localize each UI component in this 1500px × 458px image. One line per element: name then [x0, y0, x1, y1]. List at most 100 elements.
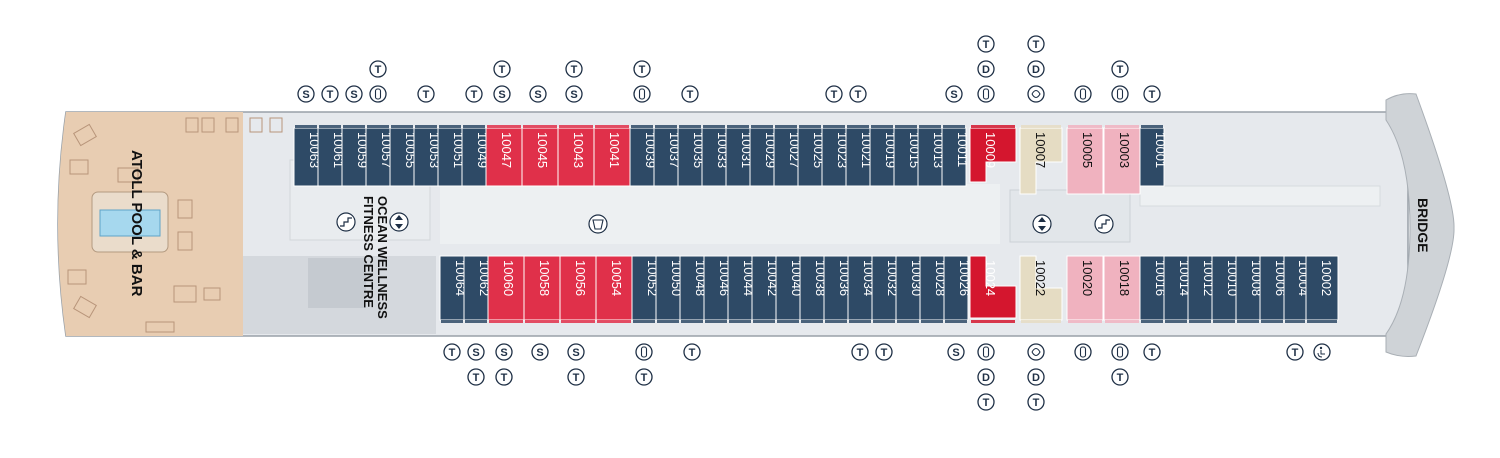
cabin-10018[interactable]: 10018: [1103, 255, 1141, 323]
cabin-number: 10058: [537, 260, 552, 296]
balcony-strip: [943, 125, 965, 128]
cabin-10056[interactable]: 10056: [559, 255, 597, 323]
svg-text:T: T: [1149, 89, 1156, 101]
twin-beds-icon: T: [825, 85, 843, 103]
balcony-strip: [319, 125, 341, 128]
cabin-10009[interactable]: 10009: [969, 125, 1017, 183]
twin-beds-icon: T: [875, 343, 893, 361]
cabin-10036[interactable]: 10036: [823, 255, 852, 323]
svg-text:T: T: [449, 347, 456, 359]
cabin-10003[interactable]: 10003: [1103, 125, 1141, 195]
twin-beds-icon: T: [633, 60, 651, 78]
balcony-strip: [1189, 320, 1211, 323]
spa-bath-icon: [1027, 343, 1045, 361]
svg-text:T: T: [1033, 39, 1040, 51]
cabin-number: 10002: [1319, 260, 1334, 296]
cabin-shape: [437, 127, 463, 187]
double-bed-icon: D: [977, 368, 995, 386]
cabin-shape: [461, 127, 487, 187]
cabin-10007[interactable]: 10007: [1019, 125, 1063, 195]
cabin-10035[interactable]: 10035: [677, 125, 706, 187]
cabin-10026[interactable]: 10026: [943, 255, 972, 323]
cabin-10042[interactable]: 10042: [751, 255, 780, 323]
double-bed-icon: D: [1027, 60, 1045, 78]
stairs-icon: [336, 212, 356, 232]
cabin-10054[interactable]: 10054: [595, 255, 633, 323]
svg-text:T: T: [471, 89, 478, 101]
cabin-10041[interactable]: 10041: [593, 125, 631, 187]
cabin-number: 10041: [607, 132, 622, 168]
balcony-strip: [561, 320, 595, 323]
cabin-10020[interactable]: 10020: [1066, 255, 1104, 323]
balcony-strip: [487, 125, 521, 128]
balcony-strip: [823, 125, 845, 128]
twin-beds-icon: T: [1111, 60, 1129, 78]
bathtub-icon: [977, 343, 995, 361]
cabin-10002[interactable]: 10002: [1305, 255, 1339, 323]
svg-text:T: T: [1033, 397, 1040, 409]
balcony-strip: [1213, 320, 1235, 323]
balcony-strip: [1021, 320, 1061, 323]
svg-text:S: S: [498, 89, 505, 101]
balcony-strip: [1021, 125, 1061, 128]
svg-text:T: T: [857, 347, 864, 359]
svg-text:T: T: [831, 89, 838, 101]
cabin-10034[interactable]: 10034: [847, 255, 876, 323]
central-corridor: [440, 184, 1000, 244]
balcony-strip: [595, 125, 629, 128]
cabin-10044[interactable]: 10044: [727, 255, 756, 323]
double-bed-icon: D: [977, 60, 995, 78]
fitness-label-line1: OCEAN WELLNESS: [375, 196, 390, 319]
balcony-strip: [971, 320, 1015, 323]
bridge-label: BRIDGE: [1415, 198, 1431, 252]
balcony-strip: [753, 320, 775, 323]
twin-beds-icon: T: [1027, 393, 1045, 411]
svg-text:T: T: [881, 347, 888, 359]
svg-text:T: T: [473, 372, 480, 384]
cabin-10024[interactable]: 10024: [969, 255, 1017, 323]
cabin-10001[interactable]: 10001: [1139, 125, 1168, 187]
cabin-10045[interactable]: 10045: [521, 125, 559, 187]
cabin-10058[interactable]: 10058: [523, 255, 561, 323]
svg-text:D: D: [1032, 372, 1040, 384]
cabin-shape: [701, 127, 727, 187]
twin-beds-icon: T: [467, 368, 485, 386]
balcony-strip: [849, 320, 871, 323]
cabin-shape: [1305, 255, 1339, 321]
balcony-strip: [775, 125, 797, 128]
balcony-strip: [463, 125, 485, 128]
cabin-10057[interactable]: 10057: [365, 125, 394, 187]
svg-text:T: T: [327, 89, 334, 101]
balcony-strip: [1165, 320, 1187, 323]
twin-beds-icon: T: [495, 368, 513, 386]
bathtub-icon: [1074, 343, 1092, 361]
balcony-strip: [655, 125, 677, 128]
balcony-strip: [751, 125, 773, 128]
svg-text:T: T: [501, 372, 508, 384]
balcony-strip: [1105, 320, 1139, 323]
cabin-10011[interactable]: 10011: [941, 125, 970, 187]
cabin-10005[interactable]: 10005: [1066, 125, 1104, 195]
balcony-strip: [847, 125, 869, 128]
twin-beds-icon: T: [683, 343, 701, 361]
balcony-strip: [703, 125, 725, 128]
balcony-strip: [945, 320, 967, 323]
twin-beds-icon: T: [567, 368, 585, 386]
cabin-10043[interactable]: 10043: [557, 125, 595, 187]
cabin-shape: [595, 255, 633, 321]
swimming-pool: [99, 209, 161, 237]
cabin-10047[interactable]: 10047: [485, 125, 523, 187]
sofa-bed-icon: S: [493, 85, 511, 103]
balcony-strip: [681, 320, 703, 323]
cabin-number: 10047: [499, 132, 514, 168]
cabin-10060[interactable]: 10060: [487, 255, 525, 323]
twin-beds-icon: T: [1027, 35, 1045, 53]
cabin-shape: [593, 127, 631, 187]
cabin-number: 10026: [957, 260, 972, 296]
cabin-10022[interactable]: 10022: [1019, 255, 1063, 323]
cabin-shape: [1163, 255, 1189, 321]
balcony-strip: [1141, 320, 1163, 323]
cabin-shape: [1187, 255, 1213, 321]
cabin-10012[interactable]: 10012: [1187, 255, 1216, 323]
